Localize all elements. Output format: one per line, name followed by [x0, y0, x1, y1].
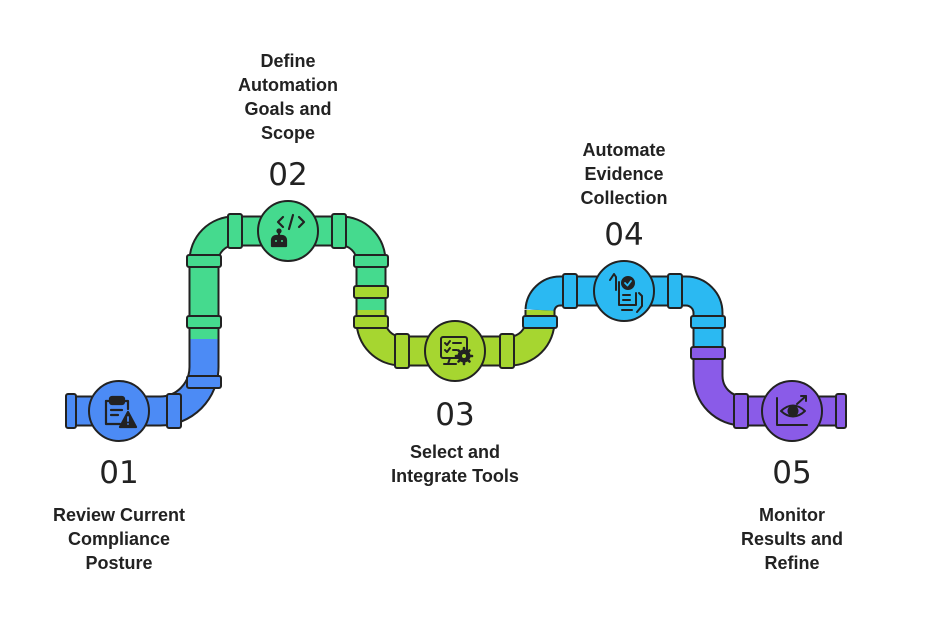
step-nodes	[88, 200, 823, 442]
pipe-coupling	[353, 285, 389, 299]
pipe-coupling	[690, 346, 726, 360]
pipe-coupling	[227, 213, 243, 249]
pipe-segment-1-fill	[66, 339, 218, 425]
step-number-2: 02	[268, 157, 307, 193]
pipe-coupling	[733, 393, 749, 429]
step-label-1: Review Current Compliance Posture	[52, 505, 186, 573]
step-label-4: Automate Evidence Collection	[580, 140, 668, 208]
step-label-5: Monitor Results and Refine	[740, 505, 844, 573]
pipe-coupling	[186, 375, 222, 389]
step-number-1: 01	[99, 455, 138, 491]
pipe-coupling	[835, 393, 847, 429]
pipe-coupling	[394, 333, 410, 369]
pipe-coupling	[353, 315, 389, 329]
pipe-coupling	[186, 315, 222, 329]
step-numbers: 01 02 03 04 05	[99, 157, 811, 491]
pipe-coupling	[331, 213, 347, 249]
pipe-coupling	[522, 315, 558, 329]
code-robot-icon	[270, 213, 306, 248]
step-number-4: 04	[604, 217, 643, 253]
pipe-coupling	[690, 315, 726, 329]
step-node-1	[88, 380, 150, 442]
pipe-coupling	[166, 393, 182, 429]
eye-chart-icon	[776, 395, 808, 426]
step-number-5: 05	[772, 455, 811, 491]
step-label-3: Select and Integrate Tools	[391, 442, 519, 486]
step-node-3	[424, 320, 486, 382]
step-label-2: Define Automation Goals and Scope	[238, 51, 338, 143]
pipe-coupling	[667, 273, 683, 309]
pipe-coupling	[186, 254, 222, 268]
pipe-coupling	[562, 273, 578, 309]
step-node-5	[761, 380, 823, 442]
pipe-coupling	[65, 393, 77, 429]
clipboard-warning-icon	[104, 395, 138, 429]
hand-document-check-icon	[609, 273, 643, 313]
step-node-2	[257, 200, 319, 262]
pipe-coupling	[499, 333, 515, 369]
pipe-coupling	[353, 254, 389, 268]
couplings	[65, 213, 847, 429]
pipe-segment-4-fill	[526, 277, 722, 355]
step-number-3: 03	[435, 397, 474, 433]
step-node-4	[593, 260, 655, 322]
checklist-gear-icon	[440, 336, 474, 366]
